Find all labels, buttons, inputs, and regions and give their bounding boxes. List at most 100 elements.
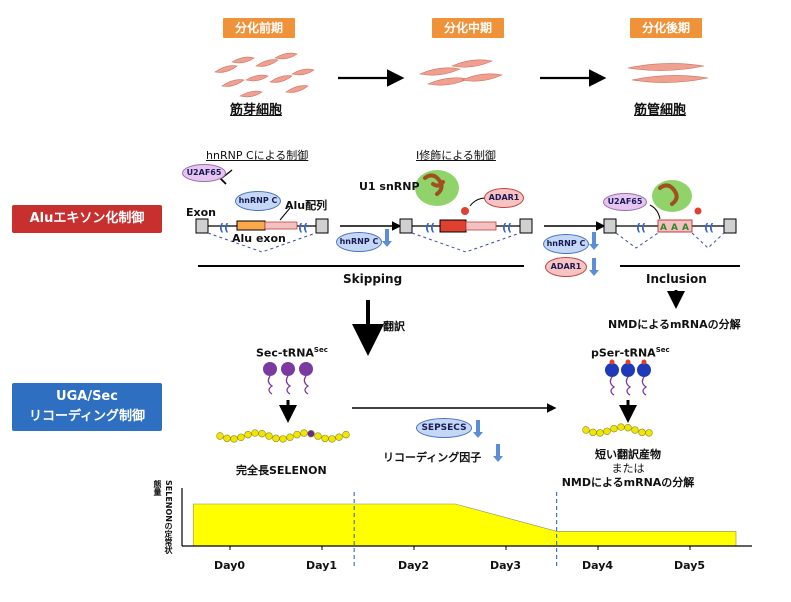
inclusion-label: Inclusion — [646, 272, 707, 286]
x-tick-label: Day0 — [214, 559, 246, 572]
hnrnpc-left: hnRNP C — [235, 191, 281, 211]
svg-text:A: A — [671, 223, 678, 233]
x-tick-label: Day3 — [490, 559, 522, 572]
skipping-label: Skipping — [343, 272, 403, 286]
svg-text:((: (( — [502, 221, 512, 234]
amino-acid-bead — [272, 434, 280, 443]
uga-label-line1: UGA/Sec — [56, 389, 118, 404]
alu-control-label: Aluエキソン化制御 — [12, 205, 162, 233]
chart-ylabel: SELENONの定常状態量 — [153, 480, 173, 554]
amino-acid-bead — [321, 434, 329, 443]
selenon-chart — [181, 488, 752, 566]
hnrnpc-down-2: hnRNP C — [543, 234, 589, 254]
uga-label-line2: リコーディング制御 — [28, 409, 146, 424]
hnrnpc-down-1: hnRNP C — [336, 232, 382, 252]
amino-acid-bead — [265, 432, 273, 440]
inclusion-mechanism: A A A (( (( — [603, 180, 737, 249]
amino-acid-bead — [244, 430, 252, 439]
amino-acid-bead — [223, 434, 231, 443]
svg-text:((: (( — [704, 221, 714, 234]
svg-text:A: A — [660, 223, 667, 233]
i-mod-title: I修飾による制御 — [416, 149, 496, 162]
myotube-label: 筋管細胞 — [634, 103, 687, 118]
alu-seq-label: Alu配列 — [285, 199, 328, 212]
amino-acid-bead — [328, 435, 336, 443]
svg-text:((: (( — [425, 221, 435, 234]
u1-snrnp-label: U1 snRNP — [359, 180, 420, 193]
amino-acid-bead — [631, 426, 639, 434]
svg-text:A: A — [682, 223, 689, 233]
amino-acid-bead — [230, 435, 238, 443]
u2af65-right: U2AF65 — [603, 193, 647, 211]
adar1-down: ADAR1 — [545, 257, 587, 277]
x-tick-label: Day2 — [398, 559, 430, 572]
u2af65-left: U2AF65 — [182, 164, 226, 182]
mid-cells — [419, 59, 503, 86]
svg-text:((: (( — [636, 221, 646, 234]
amino-acid-bead — [286, 433, 294, 441]
amino-acid-bead — [638, 428, 646, 437]
hnrnpc-title: hnRNP Cによる制御 — [206, 149, 309, 162]
myoblast-label: 筋芽細胞 — [230, 103, 283, 118]
amino-acid-bead — [589, 428, 597, 437]
pser-trna-label: pSer-tRNASec — [591, 346, 670, 360]
pser-trna-sup: Sec — [655, 346, 670, 354]
pser-trna-icon — [605, 359, 651, 396]
or-text: または — [611, 462, 645, 475]
svg-text:((: (( — [219, 221, 229, 234]
amino-acid-bead — [617, 423, 625, 431]
alu-exon-label: Alu exon — [232, 232, 286, 245]
sec-residue — [307, 430, 315, 438]
amino-acid-bead — [596, 429, 604, 437]
sepsecs-pill: SEPSECS — [416, 418, 472, 438]
stage-late: 分化後期 — [630, 18, 702, 38]
nmd-label-uga: NMDによるmRNAの分解 — [561, 476, 695, 489]
amino-acid-bead — [279, 435, 287, 443]
amino-acid-bead — [335, 433, 343, 441]
sec-trna-label: Sec-tRNASec — [256, 346, 328, 360]
exon-label: Exon — [186, 206, 216, 219]
amino-acid-bead — [237, 433, 245, 441]
nmd-label-alu: NMDによるmRNAの分解 — [608, 318, 741, 331]
amino-acid-bead — [251, 429, 259, 437]
amino-acid-bead — [258, 429, 266, 438]
x-tick-label: Day1 — [306, 559, 338, 572]
short-product-label: 短い翻訳産物 または NMDによるmRNAの分解 — [548, 448, 708, 490]
adar1-down-arrow — [589, 258, 599, 276]
pser-trna-text: pSer-tRNA — [591, 346, 656, 360]
selenon-area — [192, 503, 737, 547]
amino-acid-bead — [603, 427, 611, 435]
recoding-factor-label: リコーディング因子 — [383, 451, 482, 464]
myoblast-cells — [214, 52, 315, 98]
amino-acid-bead — [645, 429, 653, 437]
amino-acid-bead — [300, 429, 308, 437]
svg-text:((: (( — [298, 221, 308, 234]
full-selenon-label: 完全長SELENON — [236, 464, 327, 477]
hnrnpc-down-arrow-1 — [382, 229, 392, 247]
x-tick-label: Day4 — [582, 559, 614, 572]
amino-acid-bead — [610, 424, 618, 433]
sec-trna-text: Sec-tRNA — [256, 346, 314, 360]
stage-early: 分化前期 — [223, 18, 295, 38]
sec-trna-icon — [263, 362, 313, 395]
amino-acid-bead — [582, 426, 590, 434]
i-mechanism: (( (( — [399, 170, 533, 253]
amino-acid-bead — [216, 432, 224, 440]
adar1-mid: ADAR1 — [484, 188, 524, 208]
short-product-text: 短い翻訳産物 — [595, 448, 661, 461]
stage-mid: 分化中期 — [432, 18, 504, 38]
sepsecs-down-arrow — [473, 420, 483, 438]
amino-acid-bead — [342, 430, 350, 439]
uga-control-label: UGA/Sec リコーディング制御 — [12, 383, 162, 431]
sec-trna-sup: Sec — [313, 346, 328, 354]
short-product-chain — [582, 423, 653, 437]
translation-label: 翻訳 — [383, 320, 405, 333]
amino-acid-bead — [624, 423, 632, 432]
recoding-down-arrow — [493, 444, 503, 462]
hnrnpc-down-arrow-2 — [589, 232, 599, 250]
amino-acid-bead — [314, 432, 322, 440]
x-tick-label: Day5 — [674, 559, 706, 572]
full-selenon-chain — [216, 429, 350, 443]
myotube-cells — [627, 63, 709, 83]
